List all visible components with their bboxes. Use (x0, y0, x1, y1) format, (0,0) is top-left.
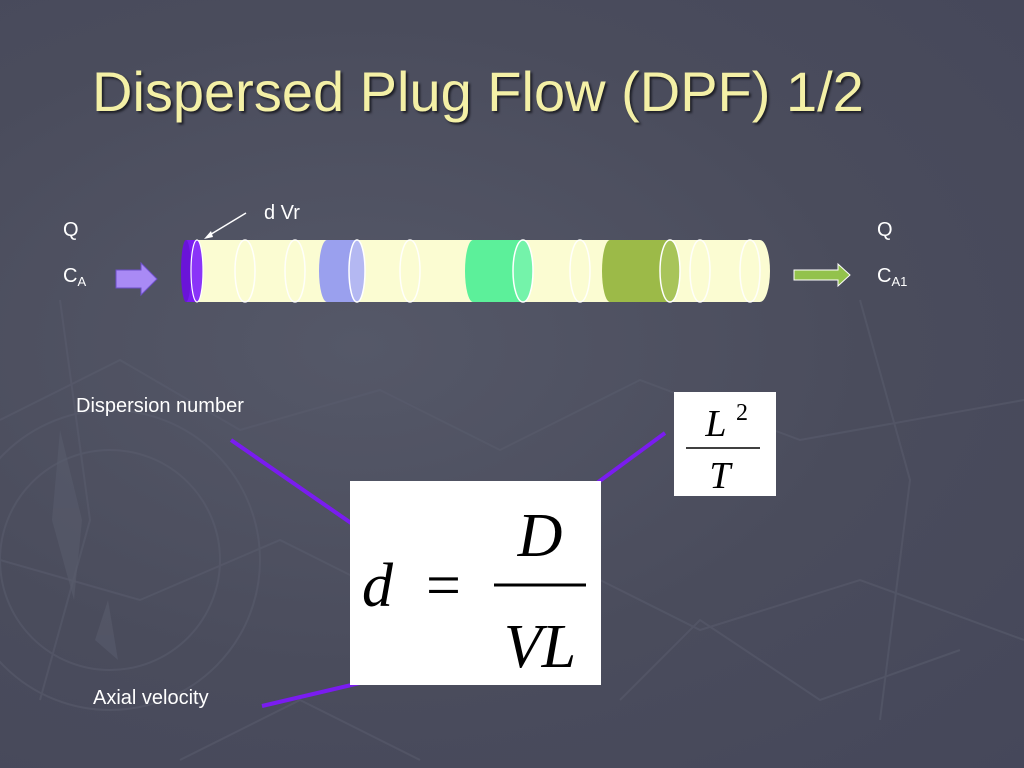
equation-denominator: VL (504, 613, 576, 681)
axial-velocity-label: Axial velocity (93, 687, 209, 709)
equation-lhs: d (362, 552, 394, 620)
slide-title: Dispersed Plug Flow (DPF) 1/2 (92, 60, 864, 123)
outlet-concentration-symbol: C (877, 265, 892, 287)
inlet-concentration-label: CA (63, 264, 86, 288)
inlet-arrow (115, 261, 158, 297)
inlet-flow-label: Q (63, 219, 79, 241)
units-numerator-base: L (704, 403, 726, 445)
equation-equals: = (426, 552, 461, 620)
outlet-arrow (793, 262, 851, 288)
dispersion-equation: d = D VL (350, 481, 601, 685)
inlet-concentration-subscript: A (77, 274, 87, 289)
slice-green (465, 239, 534, 303)
dispersion-number-label: Dispersion number (76, 395, 244, 417)
element-label: d Vr (264, 202, 300, 224)
units-numerator: L (704, 403, 726, 445)
outlet-flow-label: Q (877, 219, 893, 241)
units-denominator: T (709, 455, 733, 496)
dispersion-number-arrow (229, 438, 366, 534)
outlet-concentration-subscript: A1 (891, 274, 908, 289)
slice-blue (319, 239, 366, 303)
inlet-disk (181, 239, 204, 303)
units-numerator-exponent: 2 (736, 400, 748, 426)
slice-olive (602, 239, 681, 303)
units-fraction: L 2 T (674, 392, 776, 496)
equation-numerator: D (517, 502, 563, 570)
element-pointer (204, 212, 247, 239)
inlet-concentration-symbol: C (63, 265, 78, 287)
outlet-concentration-label: CA1 (877, 264, 907, 288)
